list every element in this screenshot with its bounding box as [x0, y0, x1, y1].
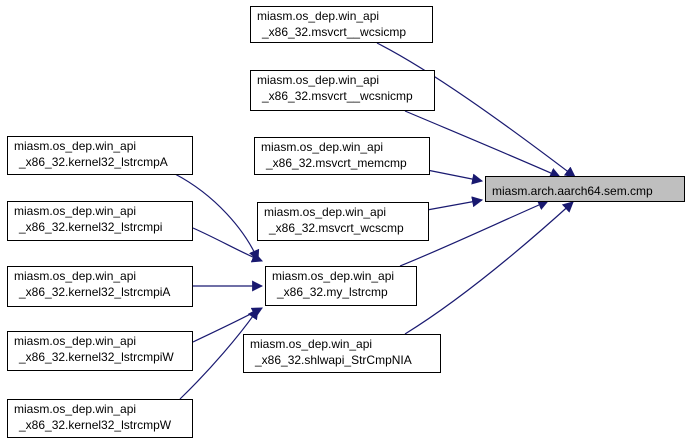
node-label-line1: miasm.os_dep.win_api	[14, 402, 137, 416]
node-label-line2: _x86_32.msvcrt_memcmp	[266, 156, 407, 170]
node-label-line2: _x86_32.msvcrt__wcsicmp	[262, 25, 407, 39]
edge-wcscmp-to-cmp	[426, 196, 484, 211]
node-label-line2: _x86_32.msvcrt__wcsnicmp	[262, 89, 413, 103]
node-label-line2: _x86_32.shlwapi_StrCmpNIA	[255, 353, 412, 367]
node-my-lstrcmp[interactable]: miasm.os_dep.win_api _x86_32.my_lstrcmp	[265, 266, 417, 306]
edge-lstrcmpA-to-mylstrcmp	[174, 173, 260, 262]
node-target-cmp[interactable]: miasm.arch.aarch64.sem.cmp	[485, 176, 685, 202]
node-label: miasm.arch.aarch64.sem.cmp	[492, 184, 653, 198]
node-shlwapi-strcmpnia[interactable]: miasm.os_dep.win_api _x86_32.shlwapi_Str…	[243, 334, 441, 373]
node-msvcrt-wcsicmp[interactable]: miasm.os_dep.win_api _x86_32.msvcrt__wcs…	[250, 6, 433, 43]
node-label-line2: _x86_32.kernel32_lstrcmpW	[19, 418, 172, 432]
node-label-line2: _x86_32.kernel32_lstrcmpi	[19, 220, 163, 234]
edge-strcmpnia-to-cmp	[404, 201, 574, 335]
node-label-line1: miasm.os_dep.win_api	[257, 9, 380, 23]
edge-wcsnicmp-to-cmp	[404, 110, 562, 179]
node-label-line1: miasm.os_dep.win_api	[14, 204, 137, 218]
node-label-line1: miasm.os_dep.win_api	[264, 205, 387, 219]
edge-lstrcmpW-to-mylstrcmp	[179, 308, 259, 400]
edge-mylstrcmp-to-cmp	[399, 199, 550, 267]
node-label-line1: miasm.os_dep.win_api	[272, 269, 395, 283]
node-label-line2: _x86_32.kernel32_lstrcmpA	[19, 155, 168, 169]
node-label-line1: miasm.os_dep.win_api	[250, 337, 373, 351]
node-label-line1: miasm.os_dep.win_api	[257, 73, 380, 87]
edge-lstrcmpi-to-mylstrcmp	[192, 227, 264, 263]
node-kernel32-lstrcmpiA[interactable]: miasm.os_dep.win_api _x86_32.kernel32_ls…	[7, 266, 193, 307]
node-label-line1: miasm.os_dep.win_api	[14, 139, 137, 153]
node-kernel32-lstrcmpW[interactable]: miasm.os_dep.win_api _x86_32.kernel32_ls…	[7, 399, 193, 438]
node-kernel32-lstrcmpiW[interactable]: miasm.os_dep.win_api _x86_32.kernel32_ls…	[7, 331, 193, 371]
node-label-line2: _x86_32.msvcrt_wcscmp	[269, 221, 404, 235]
edge-wcsicmp-to-cmp	[376, 42, 576, 178]
node-label-line1: miasm.os_dep.win_api	[261, 140, 384, 154]
node-msvcrt-memcmp[interactable]: miasm.os_dep.win_api _x86_32.msvcrt_memc…	[254, 137, 430, 175]
node-label-line1: miasm.os_dep.win_api	[14, 334, 137, 348]
node-label-line2: _x86_32.kernel32_lstrcmpiW	[19, 350, 174, 364]
node-msvcrt-wcscmp[interactable]: miasm.os_dep.win_api _x86_32.msvcrt_wcsc…	[257, 202, 429, 241]
node-label-line2: _x86_32.kernel32_lstrcmpiA	[19, 285, 171, 299]
node-kernel32-lstrcmpi[interactable]: miasm.os_dep.win_api _x86_32.kernel32_ls…	[7, 201, 193, 241]
node-label-line1: miasm.os_dep.win_api	[14, 269, 137, 283]
edge-memcmp-to-cmp	[426, 169, 484, 185]
node-label-line2: _x86_32.my_lstrcmp	[277, 285, 388, 299]
node-kernel32-lstrcmpA[interactable]: miasm.os_dep.win_api _x86_32.kernel32_ls…	[7, 136, 193, 175]
node-msvcrt-wcsnicmp[interactable]: miasm.os_dep.win_api _x86_32.msvcrt__wcs…	[250, 70, 435, 111]
